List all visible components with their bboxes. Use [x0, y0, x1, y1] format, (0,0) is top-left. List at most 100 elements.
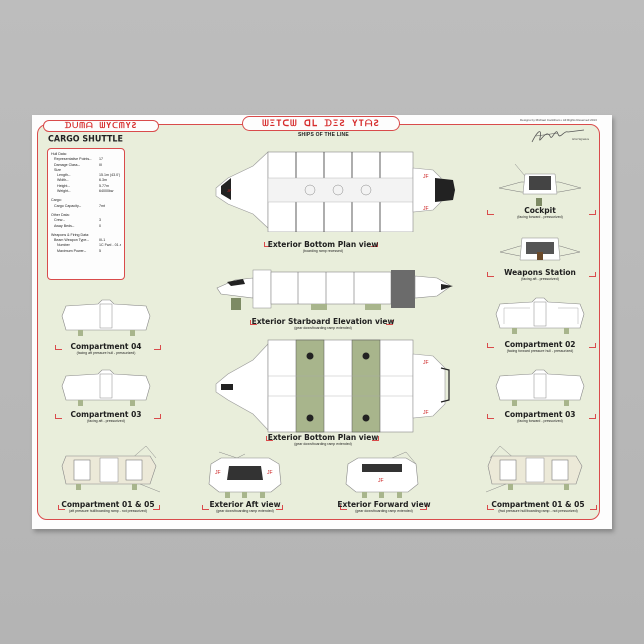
spec-value: 17 — [99, 157, 103, 162]
spec-key: Cargo Capacity-- — [54, 203, 82, 208]
corner-bracket — [589, 343, 596, 348]
svg-text:JF: JF — [423, 410, 429, 416]
spec-row: Cargo: — [51, 198, 121, 203]
bottom-plan-recessed-drawing: JF JF JF — [215, 151, 455, 232]
spec-value: 1C Fwd - 01 aft — [99, 243, 121, 248]
spec-key: Beam Weapon Type-- — [54, 238, 89, 243]
signature-label: Artist Signature — [572, 138, 590, 141]
spec-key: Crew-- — [54, 218, 65, 223]
credit-line: Designs by Michael Cocktham • All Rights… — [520, 118, 597, 122]
spec-value: 5 — [99, 248, 101, 253]
corner-bracket — [386, 320, 393, 325]
caption-compartment-01-05-left: Compartment 01 & 05 (aft pressure hull/b… — [61, 500, 155, 513]
spec-key: Hull Data: — [51, 152, 67, 156]
svg-text:JF: JF — [423, 174, 429, 180]
spec-row: Beam Weapon Type-- III-1 — [51, 238, 121, 243]
spec-row: Away Beds-- 0 — [51, 224, 121, 229]
spec-key: Number — [57, 243, 70, 248]
bottom-plan-extended-drawing: JF JF — [215, 339, 450, 433]
compartment-03-left-drawing — [61, 369, 151, 406]
spec-value: 64000kw — [99, 189, 114, 194]
spec-value: 5.77m — [99, 183, 109, 188]
spec-key: Cargo: — [51, 198, 62, 203]
svg-text:JF: JF — [423, 360, 429, 366]
spec-key: Other Data: — [51, 212, 70, 217]
compartment-03-right-drawing — [495, 369, 585, 406]
compartment-02-drawing — [495, 297, 585, 334]
spec-key: Width-- — [57, 178, 69, 183]
cockpit-drawing — [498, 163, 582, 206]
corner-bracket — [250, 320, 257, 325]
caption-weapons-station: Weapons Station (facing aft - pressurize… — [504, 268, 576, 281]
corner-bracket — [487, 210, 494, 215]
svg-text:JF: JF — [423, 206, 429, 212]
spec-value: 15.1m (43.0') — [99, 173, 121, 178]
cargo-shuttle-title: CARGO SHUTTLE — [48, 133, 123, 144]
spec-row: Width-- 6.3m — [51, 178, 121, 183]
corner-bracket — [589, 210, 596, 215]
forward-view-drawing: JF — [345, 451, 419, 498]
caption-compartment-04: Compartment 04 (facing aft pressure hull… — [70, 342, 142, 355]
svg-text:JF: JF — [227, 188, 232, 193]
svg-text:JF: JF — [267, 470, 273, 476]
spec-value: III — [99, 162, 102, 167]
spec-value: 0 — [99, 223, 101, 228]
spec-key: Length-- — [57, 173, 71, 178]
weapons-station-drawing — [499, 237, 581, 261]
spec-key: Away Beds-- — [54, 223, 75, 228]
spec-row: Length-- 15.1m (43.0') — [51, 173, 121, 178]
corner-bracket — [487, 505, 494, 510]
corner-bracket — [153, 505, 160, 510]
spec-row: Size — [51, 168, 121, 173]
corner-bracket — [590, 505, 597, 510]
left-title-banner: ᗪᑌᗰᗩ ᗯYᑕᗰYƧ — [43, 120, 159, 132]
caption-compartment-03-right: Compartment 03 (facing forward - pressur… — [504, 410, 576, 423]
spec-key: Weight-- — [57, 189, 71, 194]
signature-icon — [531, 129, 585, 143]
spec-key: Weapons & Firing Data: — [51, 232, 90, 237]
corner-bracket — [154, 414, 161, 419]
spec-key: Damage Class-- — [54, 162, 80, 167]
corner-bracket — [58, 505, 65, 510]
corner-bracket — [487, 414, 494, 419]
corner-bracket — [372, 436, 379, 441]
compartment-01-05-left-drawing — [61, 445, 160, 493]
caption-forward-view: Exterior Forward view (gear down/boardin… — [337, 500, 431, 513]
corner-bracket — [371, 242, 378, 247]
corner-bracket — [589, 414, 596, 419]
caption-bottom-plan-recessed: Exterior Bottom Plan view (boarding ramp… — [267, 240, 379, 253]
caption-bottom-plan-extended: Exterior Bottom Plan view (gear down/boa… — [267, 433, 379, 446]
spec-row: Height-- 5.77m — [51, 184, 121, 189]
svg-text:JF: JF — [215, 470, 221, 476]
spec-value: 7mt — [99, 203, 105, 208]
spec-value: 3 — [99, 218, 101, 223]
corner-bracket — [266, 436, 273, 441]
spec-value: 6.3m — [99, 178, 107, 183]
corner-bracket — [420, 505, 427, 510]
corner-bracket — [276, 505, 283, 510]
caption-compartment-03-left: Compartment 03 (facing aft - pressurized… — [70, 410, 142, 423]
corner-bracket — [487, 272, 494, 277]
caption-cockpit: Cockpit (facing forward - pressurized) — [517, 206, 563, 219]
spec-row: Weight-- 64000kw — [51, 189, 121, 194]
caption-compartment-02: Compartment 02 (facing forward pressure … — [504, 340, 576, 353]
caption-compartment-01-05-right: Compartment 01 & 05 (fwd pressure hull/b… — [491, 500, 585, 513]
spec-row: Hull Data: — [51, 152, 121, 157]
spec-key: Height-- — [57, 183, 70, 188]
caption-aft-view: Exterior Aft view (gear down/boarding ra… — [209, 500, 281, 513]
corner-bracket — [264, 242, 271, 247]
spec-key: Size — [54, 167, 61, 172]
corner-bracket — [589, 272, 596, 277]
spec-row: Weapons & Firing Data: — [51, 233, 121, 238]
center-title-banner: ᗯΞTᑕᗯ ᗡᒪ ᗪΞƧ YTᗩƧ — [242, 116, 400, 131]
spec-row: Damage Class-- III — [51, 163, 121, 168]
spec-row: Other Data: — [51, 213, 121, 218]
spec-row: Maximum Power-- 5 — [51, 249, 121, 254]
spec-key: Maximum Power-- — [57, 248, 87, 253]
corner-bracket — [487, 343, 494, 348]
compartment-04-drawing — [61, 299, 151, 336]
spec-value: III-1 — [99, 238, 106, 243]
spec-row: Cargo Capacity-- 7mt — [51, 204, 121, 209]
